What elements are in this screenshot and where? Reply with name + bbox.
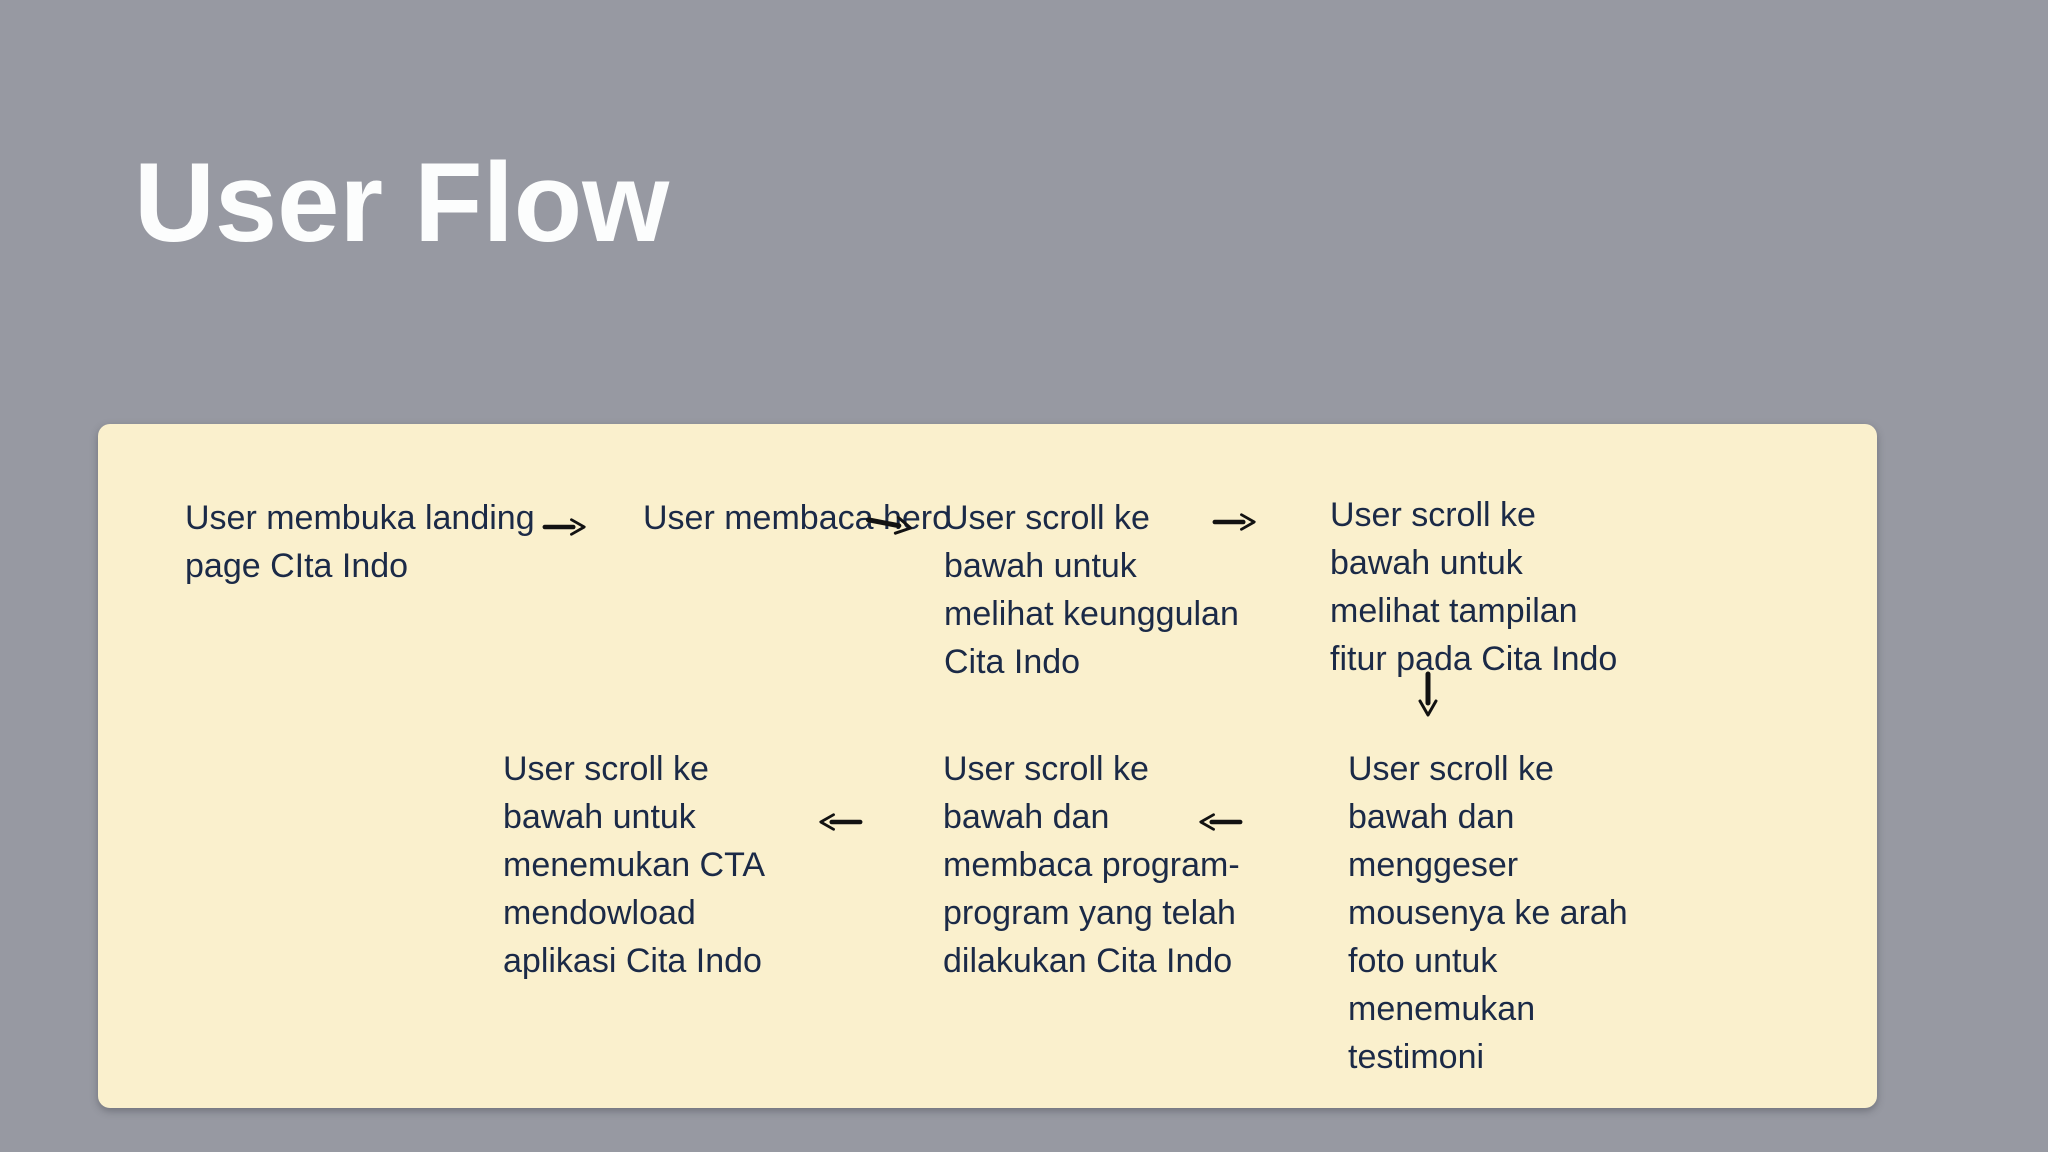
arrow-down-icon bbox=[1418, 671, 1438, 717]
flow-step-3: User scroll ke bawah untuk melihat keung… bbox=[944, 494, 1239, 686]
step-line: User scroll ke bbox=[503, 750, 709, 788]
step-line: page CIta Indo bbox=[185, 547, 409, 585]
step-line: User scroll ke bbox=[1330, 496, 1536, 534]
step-line: bawah dan bbox=[943, 798, 1110, 836]
step-line: bawah untuk bbox=[503, 798, 696, 836]
step-line: bawah untuk bbox=[944, 547, 1137, 585]
step-line: User membuka landing bbox=[185, 499, 535, 537]
step-line: Cita Indo bbox=[944, 643, 1081, 681]
step-line: bawah untuk bbox=[1330, 544, 1523, 582]
step-line: menggeser bbox=[1348, 846, 1519, 884]
step-line: mendowload bbox=[503, 894, 696, 932]
step-line: foto untuk bbox=[1348, 942, 1498, 980]
page-title: User Flow bbox=[134, 140, 670, 265]
flow-panel bbox=[98, 424, 1877, 1108]
step-line: User scroll ke bbox=[944, 499, 1150, 537]
step-line: bawah dan bbox=[1348, 798, 1515, 836]
flow-step-1: User membuka landing page CIta Indo bbox=[185, 494, 535, 590]
step-line: membaca program- bbox=[943, 846, 1240, 884]
step-line: fitur pada Cita Indo bbox=[1330, 640, 1618, 678]
flow-step-5: User scroll ke bawah dan menggeser mouse… bbox=[1348, 745, 1628, 1081]
step-line: menemukan bbox=[1348, 990, 1536, 1028]
step-line: aplikasi Cita Indo bbox=[503, 942, 762, 980]
step-line: dilakukan Cita Indo bbox=[943, 942, 1233, 980]
flow-step-7: User scroll ke bawah untuk menemukan CTA… bbox=[503, 745, 765, 985]
arrow-left-icon bbox=[1199, 813, 1243, 831]
arrow-right-icon bbox=[865, 515, 913, 535]
step-line: melihat keunggulan bbox=[944, 595, 1239, 633]
step-line: mousenya ke arah bbox=[1348, 894, 1628, 932]
flow-step-6: User scroll ke bawah dan membaca program… bbox=[943, 745, 1240, 985]
step-line: User scroll ke bbox=[1348, 750, 1554, 788]
arrow-left-icon bbox=[819, 813, 863, 831]
arrow-right-icon bbox=[1212, 513, 1256, 531]
flow-step-4: User scroll ke bawah untuk melihat tampi… bbox=[1330, 491, 1617, 683]
arrow-right-icon bbox=[542, 518, 586, 536]
step-line: menemukan CTA bbox=[503, 846, 766, 884]
step-line: program yang telah bbox=[943, 894, 1236, 932]
step-line: User scroll ke bbox=[943, 750, 1149, 788]
step-line: testimoni bbox=[1348, 1038, 1485, 1076]
step-line: melihat tampilan bbox=[1330, 592, 1578, 630]
